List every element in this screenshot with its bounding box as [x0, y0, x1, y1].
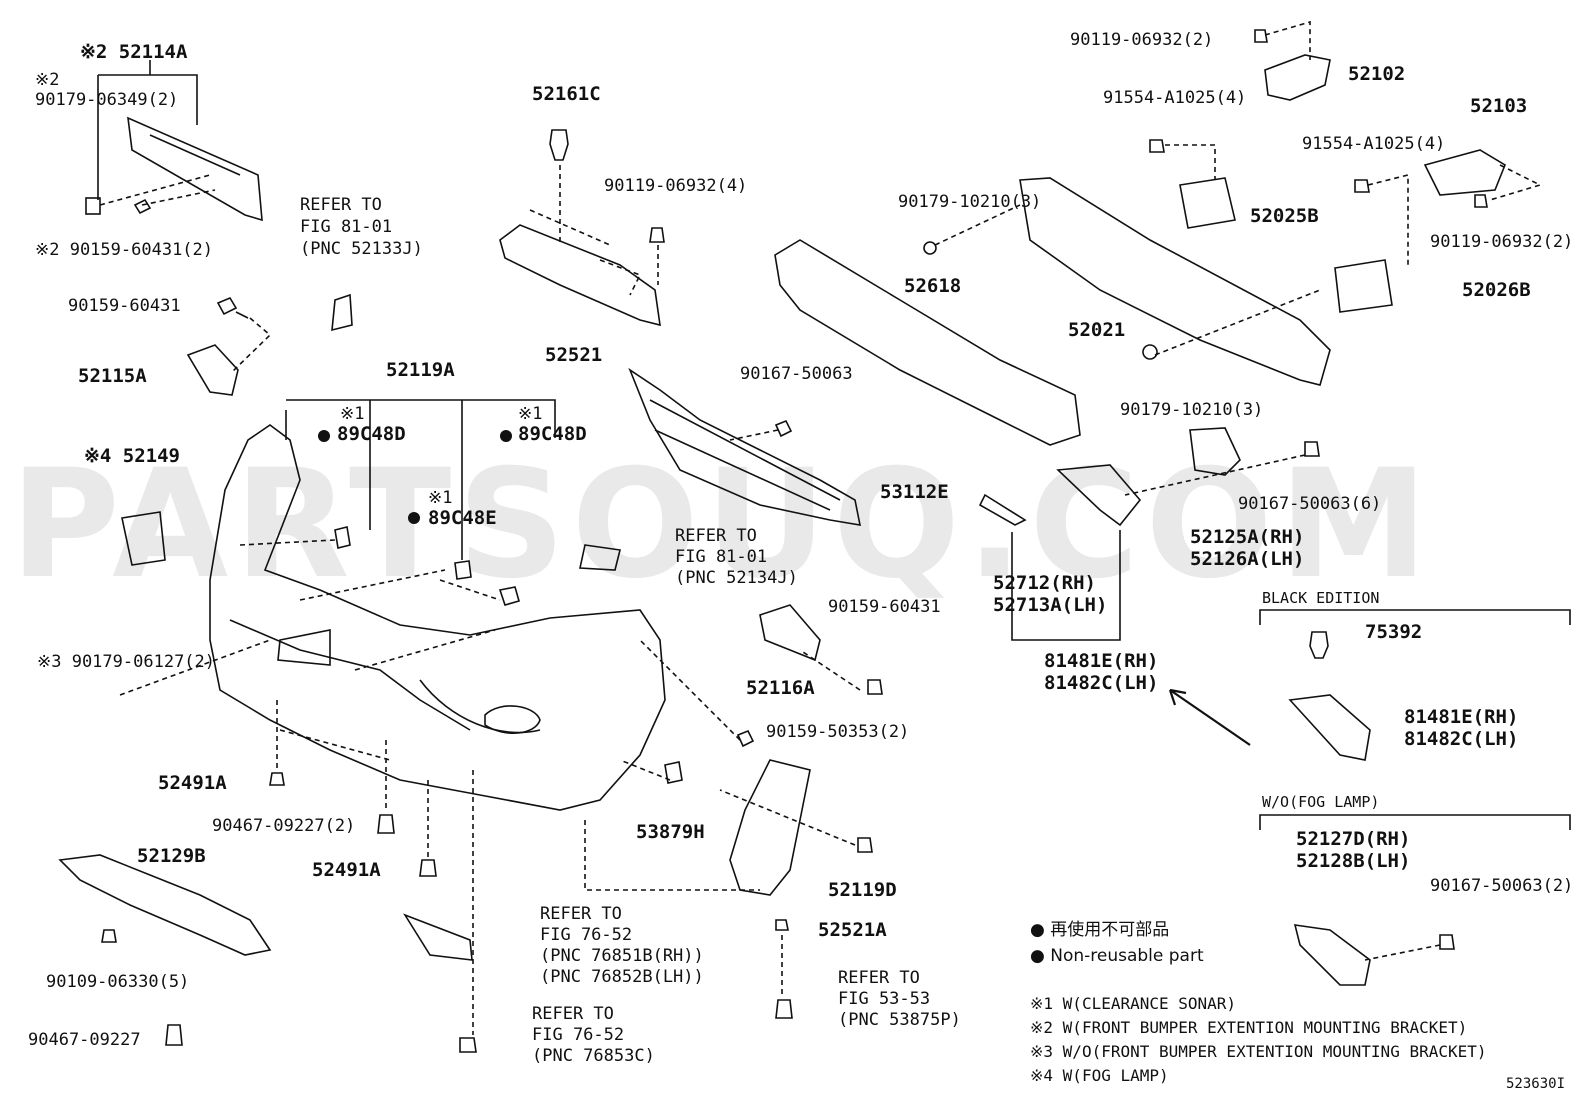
label-52712: 52712(RH) 52713A(LH): [993, 572, 1108, 616]
label-52618: 52618: [904, 275, 962, 297]
part-52115a-bracket: [186, 344, 239, 396]
label-52491A-b: 52491A: [312, 859, 381, 881]
label-90119-06932-4: 90119-06932(4): [604, 176, 748, 196]
label-52026B: 52026B: [1462, 279, 1531, 301]
label-90167-50063-2: 90167-50063(2): [1430, 876, 1574, 896]
label-90167-50063: 90167-50063: [740, 364, 853, 384]
label-91554-a: 91554-A1025(4): [1103, 88, 1247, 108]
label-53112E: 53112E: [880, 481, 949, 503]
label-black-edition: BLACK EDITION: [1262, 589, 1380, 607]
label-52115A: 52115A: [78, 365, 147, 387]
part-52129b: [58, 854, 272, 956]
label-89C48D-a: 89C48D: [337, 423, 406, 445]
diagram-id: 523630I: [1506, 1076, 1566, 1092]
note1-c: ※1: [428, 488, 453, 508]
note-2: ※2 W(FRONT BUMPER EXTENTION MOUNTING BRA…: [1030, 1018, 1468, 1037]
part-52021: [1019, 177, 1331, 386]
label-90179-06349: ※2 90179-06349(2): [35, 70, 179, 110]
label-52161C: 52161C: [532, 83, 601, 105]
note1-a: ※1: [340, 404, 365, 424]
label-52521A: 52521A: [818, 919, 887, 941]
note-1: ※1 W(CLEARANCE SONAR): [1030, 994, 1237, 1013]
label-52114A: ※2 52114A: [80, 41, 188, 63]
label-52129B: 52129B: [137, 845, 206, 867]
label-75392: 75392: [1365, 621, 1423, 643]
note1-b: ※1: [518, 404, 543, 424]
label-52102: 52102: [1348, 63, 1406, 85]
label-90467-09227: 90467-09227: [28, 1030, 141, 1050]
label-81481E-b: 81481E(RH) 81482C(LH): [1404, 706, 1519, 750]
label-90109-06330: 90109-06330(5): [46, 972, 190, 992]
label-90179-06127: ※3 90179-06127(2): [37, 652, 216, 672]
note-4: ※4 W(FOG LAMP): [1030, 1066, 1169, 1085]
part-52521: [499, 224, 661, 327]
label-90159-50353: 90159-50353(2): [766, 722, 910, 742]
legend-en: ● Non-reusable part: [1030, 946, 1204, 966]
label-90159-60431-2: ※2 90159-60431(2): [35, 240, 214, 260]
label-wo-fog-lamp: W/O(FOG LAMP): [1262, 793, 1380, 811]
label-52125A: 52125A(RH) 52126A(LH): [1190, 526, 1305, 570]
part-53112e-grille: [628, 367, 862, 526]
label-90159-60431: 90159-60431: [68, 296, 181, 316]
note-3: ※3 W/O(FRONT BUMPER EXTENTION MOUNTING B…: [1030, 1042, 1487, 1061]
label-52116A: 52116A: [746, 677, 815, 699]
label-52119D: 52119D: [828, 879, 897, 901]
label-90467-09227-2: 90467-09227(2): [212, 816, 356, 836]
watermark: PARTSOUQ.COM: [10, 438, 1435, 612]
label-90179-10210-a: 90179-10210(3): [898, 192, 1042, 212]
part-52119d-liner: [729, 759, 811, 896]
part-52618: [774, 239, 1081, 446]
part-52119a-bumper-cover: [209, 424, 666, 811]
part-52114a-bracket: [127, 116, 263, 222]
label-refer-81-01-a: REFER TO FIG 81-01 (PNC 52133J): [300, 195, 423, 259]
label-89C48E: 89C48E: [428, 507, 497, 529]
part-52116a: [759, 604, 821, 662]
label-refer-53-53: REFER TO FIG 53-53 (PNC 53875P): [838, 968, 961, 1030]
label-53879H: 53879H: [636, 821, 705, 843]
label-90119-06932-2b: 90119-06932(2): [1430, 232, 1574, 252]
label-52103: 52103: [1470, 95, 1528, 117]
label-52521: 52521: [545, 344, 603, 366]
label-91554-b: 91554-A1025(4): [1302, 134, 1446, 154]
label-90167-50063-6: 90167-50063(6): [1238, 494, 1382, 514]
bolt-90159-60431: [133, 198, 152, 215]
label-90159-60431-b: 90159-60431: [828, 597, 941, 617]
label-52149: ※4 52149: [84, 445, 180, 467]
label-52119A: 52119A: [386, 359, 455, 381]
label-52127D: 52127D(RH) 52128B(LH): [1296, 828, 1411, 872]
label-52491A-a: 52491A: [158, 772, 227, 794]
label-81481E-a: 81481E(RH) 81482C(LH): [1044, 650, 1159, 694]
label-90179-10210-b: 90179-10210(3): [1120, 400, 1264, 420]
part-52149: [121, 511, 166, 566]
label-refer-76-52-a: REFER TO FIG 76-52 (PNC 76851B(RH)) (PNC…: [540, 904, 704, 987]
label-52025B: 52025B: [1250, 205, 1319, 227]
label-90119-06932-2a: 90119-06932(2): [1070, 30, 1214, 50]
label-refer-76-52-b: REFER TO FIG 76-52 (PNC 76853C): [532, 1004, 655, 1066]
label-89C48D-b: 89C48D: [518, 423, 587, 445]
label-refer-81-01-b: REFER TO FIG 81-01 (PNC 52134J): [675, 526, 798, 588]
label-52021: 52021: [1068, 319, 1126, 341]
legend-jp: ● 再使用不可部品: [1030, 920, 1170, 940]
nut-90179-06349: [85, 197, 101, 215]
